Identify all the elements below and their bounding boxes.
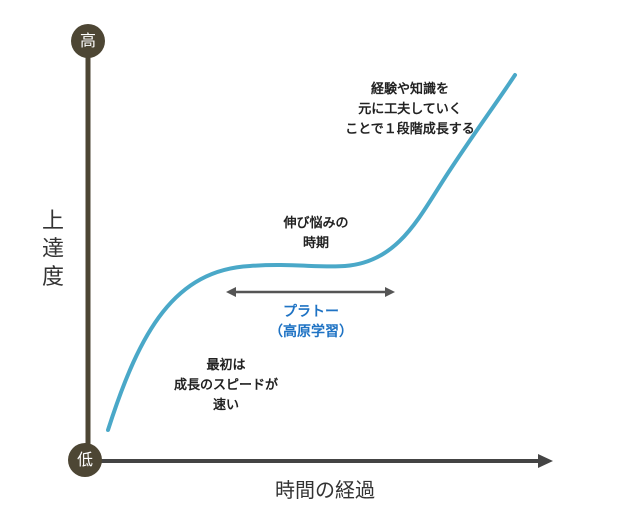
breakthrough-annotation: 経験や知識を 元に工夫していく ことで１段階成長する [345, 80, 475, 140]
low-marker: 低 [68, 443, 102, 477]
stagnation-annotation: 伸び悩みの 時期 [283, 214, 348, 254]
annotation-line: 元に工夫していく [358, 102, 462, 117]
plateau-arrow-left [226, 287, 236, 297]
annotation-line: 成長のスピードが [173, 378, 279, 393]
annotation-line: プラトー [283, 304, 339, 320]
annotation-line: 伸び悩みの [283, 216, 349, 231]
annotation-line: 時期 [302, 236, 330, 251]
annotation-line: 速い [212, 398, 240, 413]
annotation-line: 最初は [206, 358, 246, 373]
growth-curve [106, 73, 517, 432]
early-growth-annotation: 最初は 成長のスピードが 速い [174, 356, 278, 416]
annotation-line: （高原学習） [269, 324, 353, 340]
annotation-line: 経験や知識を [370, 82, 449, 97]
plateau-arrow-right [385, 287, 395, 297]
high-marker: 高 [71, 24, 105, 58]
annotation-line: ことで１段階成長する [345, 122, 475, 137]
plateau-annotation: プラトー （高原学習） [269, 302, 353, 342]
x-axis-label: 時間の経過 [275, 478, 375, 502]
x-axis-arrowhead [538, 454, 553, 468]
y-axis-label: 上達度 [41, 209, 64, 290]
